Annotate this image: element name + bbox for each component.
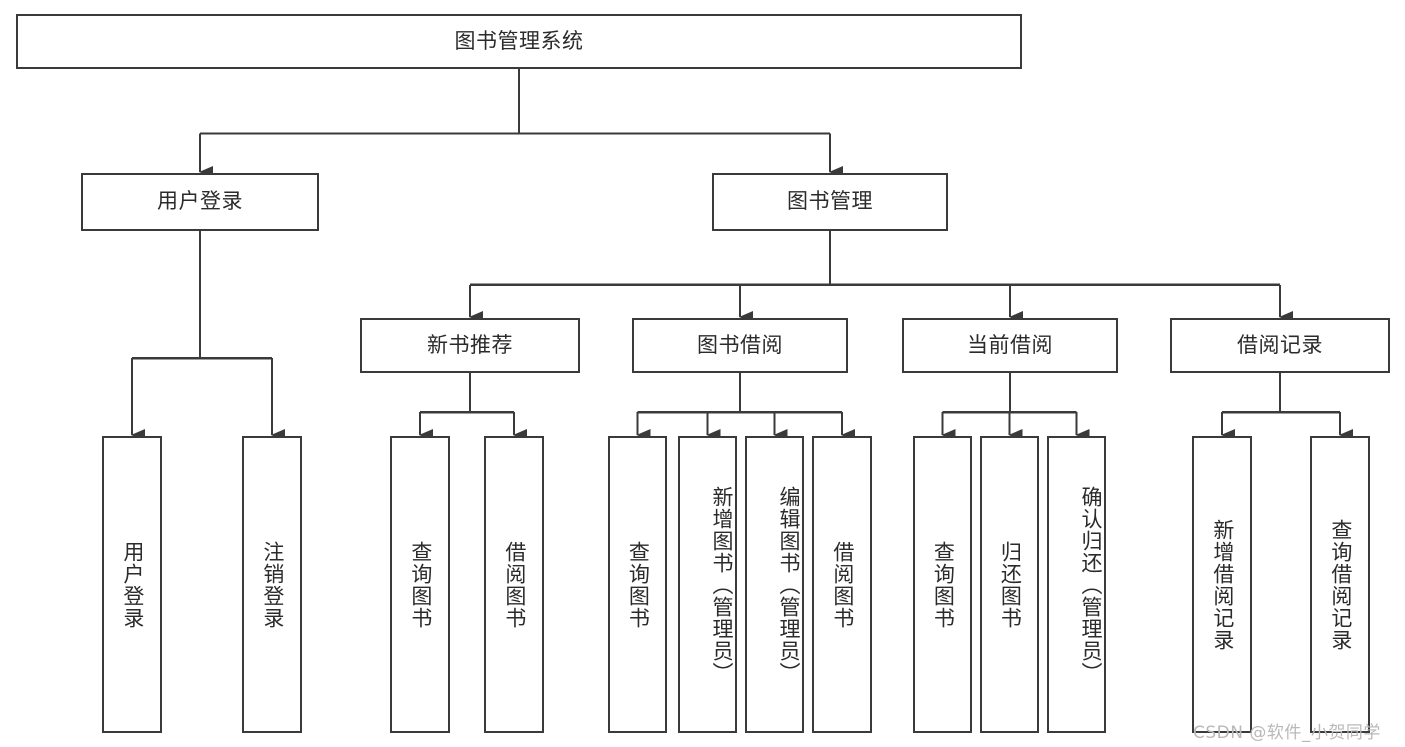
node-leaf-query-book-1[interactable]: 查询图书 [390,436,450,733]
node-leaf-query-record[interactable]: 查询借阅记录 [1310,436,1370,733]
node-label: 当前借阅 [967,332,1053,357]
node-leaf-user-logout[interactable]: 注销登录 [242,436,302,733]
node-current-borrow[interactable]: 当前借阅 [902,318,1118,373]
node-label: 归还图书 [998,540,1023,629]
node-leaf-borrow-book-2[interactable]: 借阅图书 [812,436,872,733]
node-label: 新增图书（管理员） [710,485,734,684]
node-book-manage[interactable]: 图书管理 [712,173,948,231]
node-leaf-add-record[interactable]: 新增借阅记录 [1192,436,1252,733]
node-label: 查询图书 [931,540,956,629]
node-label: 查询图书 [626,540,651,629]
node-label: 查询借阅记录 [1328,518,1353,651]
node-label: 借阅图书 [502,540,527,629]
node-leaf-query-book-2[interactable]: 查询图书 [608,436,667,733]
node-leaf-query-book-3[interactable]: 查询图书 [913,436,972,733]
node-label: 新增借阅记录 [1210,518,1235,651]
node-leaf-return-book[interactable]: 归还图书 [980,436,1039,733]
node-label: 用户登录 [120,540,145,629]
csdn-watermark: CSDN @软件_小贺同学 [1193,723,1381,743]
node-leaf-confirm-return[interactable]: 确认归还（管理员） [1047,436,1106,733]
node-label: 查询图书 [408,540,433,629]
node-book-borrow[interactable]: 图书借阅 [632,318,848,373]
node-label: 图书管理 [787,189,873,214]
node-label: 用户登录 [157,189,243,214]
node-leaf-edit-book[interactable]: 编辑图书（管理员） [745,436,804,733]
node-root[interactable]: 图书管理系统 [16,14,1022,69]
node-borrow-record[interactable]: 借阅记录 [1170,318,1390,373]
node-label: 注销登录 [260,540,285,629]
node-leaf-user-login[interactable]: 用户登录 [102,436,162,733]
node-label: 编辑图书（管理员） [777,485,801,684]
node-label: 新书推荐 [427,332,513,357]
node-label: 确认归还（管理员） [1079,485,1103,684]
node-label: 图书借阅 [697,332,783,357]
node-user-login[interactable]: 用户登录 [81,173,319,231]
node-leaf-add-book[interactable]: 新增图书（管理员） [678,436,737,733]
node-label: 借阅记录 [1237,332,1323,357]
node-label: 图书管理系统 [454,28,584,53]
node-label: 借阅图书 [830,540,855,629]
node-new-book-rec[interactable]: 新书推荐 [360,318,580,373]
node-leaf-borrow-book-1[interactable]: 借阅图书 [484,436,544,733]
